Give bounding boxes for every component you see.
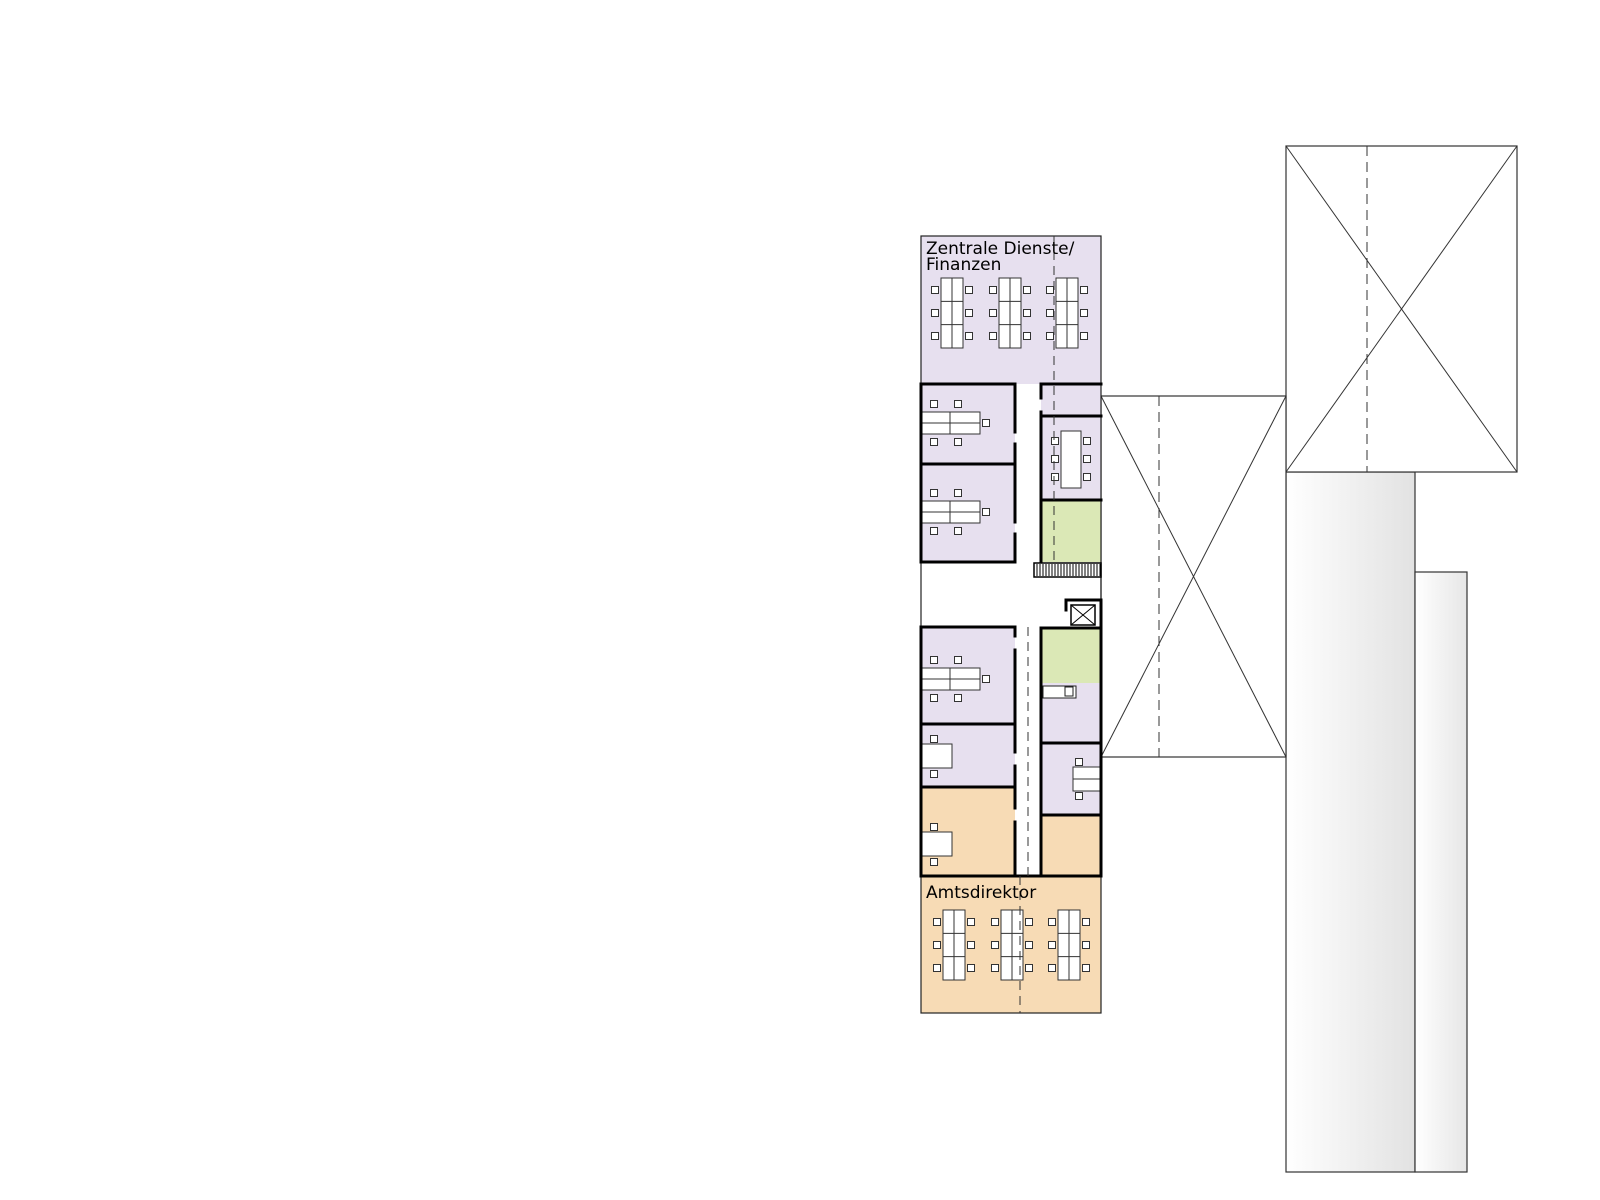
tall-building-body (1285, 471, 1416, 1173)
chair (931, 332, 939, 340)
chair (991, 941, 999, 949)
label-amtsdirektor: Amtsdirektor (926, 883, 1036, 903)
chair (954, 489, 962, 497)
chair (967, 918, 975, 926)
chair (1048, 918, 1056, 926)
chair (1051, 455, 1059, 463)
side-building-body (1414, 571, 1468, 1173)
chair (930, 489, 938, 497)
chair (930, 438, 938, 446)
chair (1075, 792, 1083, 800)
stair-icon (1033, 562, 1102, 578)
chair (930, 735, 938, 743)
desk-single (921, 743, 953, 769)
chair (1023, 332, 1031, 340)
chair (1082, 918, 1090, 926)
label-zentrale-dienste-line1: Zentrale Dienste/ (926, 239, 1075, 259)
chair (1046, 332, 1054, 340)
chair (991, 918, 999, 926)
meeting-table (1060, 430, 1082, 489)
chair (1025, 964, 1033, 972)
chair (933, 918, 941, 926)
chair (930, 823, 938, 831)
chair (1082, 964, 1090, 972)
chair (1083, 473, 1091, 481)
chair (1051, 473, 1059, 481)
chair (1046, 309, 1054, 317)
chair (1051, 437, 1059, 445)
chair (1075, 758, 1083, 766)
chair (1023, 286, 1031, 294)
room-service-green-1 (1041, 500, 1101, 562)
chair (954, 400, 962, 408)
room-office-e-small (1041, 384, 1101, 416)
chair (1023, 309, 1031, 317)
kitchen-counter (1042, 685, 1077, 699)
walls (919, 382, 1103, 878)
chair (933, 964, 941, 972)
chair (931, 309, 939, 317)
chair (930, 858, 938, 866)
room-service-green-2 (1041, 628, 1101, 683)
chair (991, 964, 999, 972)
chair (930, 527, 938, 535)
chair (989, 332, 997, 340)
label-zentrale-dienste-line2: Finanzen (926, 255, 1001, 275)
roof-block-top (1285, 145, 1518, 473)
chair (965, 309, 973, 317)
chair (954, 694, 962, 702)
chair (1082, 941, 1090, 949)
chair (930, 770, 938, 778)
chair (954, 527, 962, 535)
room-director-office-e (1041, 815, 1101, 876)
chair (930, 400, 938, 408)
corridor-axis (1019, 236, 1055, 1013)
chair (967, 941, 975, 949)
chair (1083, 455, 1091, 463)
chair (1080, 286, 1088, 294)
office-wing (920, 235, 1102, 1014)
chair (982, 508, 990, 516)
chair (1080, 309, 1088, 317)
chair (1083, 437, 1091, 445)
neighbour-buildings (1100, 145, 1518, 1173)
desk-single (921, 831, 953, 857)
chair (965, 332, 973, 340)
chair (1080, 332, 1088, 340)
chair (982, 675, 990, 683)
chair (954, 438, 962, 446)
chair (1025, 918, 1033, 926)
chair (1046, 286, 1054, 294)
roof-block-middle (1100, 395, 1287, 758)
chair (989, 309, 997, 317)
chair (989, 286, 997, 294)
furniture-layer (921, 277, 1102, 981)
chair (982, 419, 990, 427)
chair (930, 694, 938, 702)
chair (1048, 964, 1056, 972)
chair (965, 286, 973, 294)
chair (1025, 941, 1033, 949)
chair (1048, 941, 1056, 949)
elevator-icon (1070, 604, 1096, 626)
chair (930, 656, 938, 664)
chair (931, 286, 939, 294)
chair (967, 964, 975, 972)
chair (954, 656, 962, 664)
chair (933, 941, 941, 949)
